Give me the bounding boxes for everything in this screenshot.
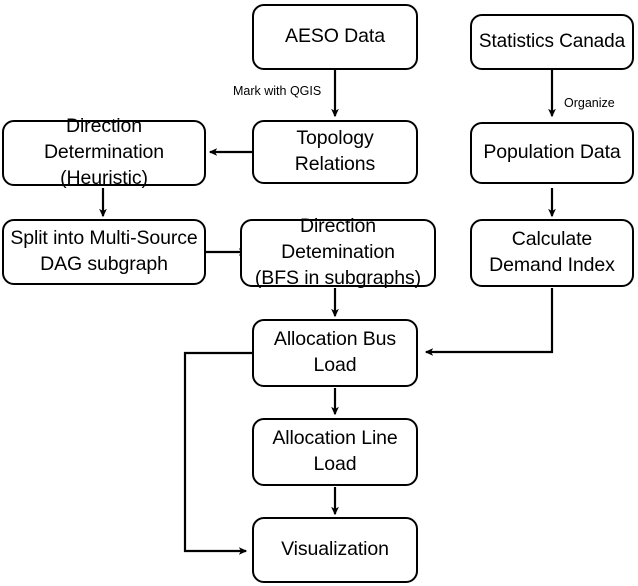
node-allocation-bus-load-line1: Allocation Bus: [273, 328, 397, 351]
node-population-data-line1: Population Data: [483, 141, 621, 164]
node-allocation-line-load-text: Allocation Line Load: [266, 426, 403, 477]
edge-allocation-bus-to-visualization: [183, 351, 252, 555]
node-topology-relations[interactable]: Topology Relations: [252, 120, 418, 184]
node-allocation-line-load-line2: Load: [313, 453, 357, 475]
node-split-dag-text: Split into Multi-Source DAG subgraph: [4, 226, 203, 277]
node-split-dag-line2: DAG subgraph: [40, 253, 168, 275]
node-statistics-canada[interactable]: Statistics Canada: [470, 14, 634, 70]
node-population-data[interactable]: Population Data: [470, 122, 634, 184]
node-split-into-multi-source-dag-subgraph[interactable]: Split into Multi-Source DAG subgraph: [2, 219, 206, 285]
node-direction-bfs-text: Direction Detemination (BFS in subgraphs…: [242, 214, 434, 291]
node-direction-bfs-line2: (BFS in subgraphs): [254, 266, 422, 289]
node-direction-heuristic-line1: Direction Determination: [43, 115, 165, 164]
node-statistics-canada-text: Statistics Canada: [473, 29, 631, 54]
node-calculate-demand-line2: Demand Index: [489, 254, 615, 276]
node-direction-bfs-line1: Direction Detemination: [281, 215, 395, 264]
node-direction-determination-heuristic[interactable]: Direction Determination (Heuristic): [2, 115, 206, 189]
node-calculate-demand-line1: Calculate: [511, 228, 593, 251]
node-statistics-canada-line1: Statistics Canada: [478, 31, 626, 53]
node-split-dag-line1: Split into Multi-Source: [10, 227, 198, 250]
node-calculate-demand-index[interactable]: Calculate Demand Index: [470, 219, 634, 287]
node-visualization[interactable]: Visualization: [252, 517, 418, 583]
node-aeso-data[interactable]: AESO Data: [252, 4, 418, 70]
node-aeso-data-text: AESO Data: [279, 24, 391, 50]
node-direction-detemination-bfs[interactable]: Direction Detemination (BFS in subgraphs…: [240, 215, 436, 289]
node-topology-relations-line1: Topology Relations: [294, 127, 376, 175]
node-calculate-demand-text: Calculate Demand Index: [483, 227, 621, 278]
node-allocation-bus-load[interactable]: Allocation Bus Load: [252, 319, 418, 387]
node-allocation-bus-load-text: Allocation Bus Load: [268, 327, 402, 378]
node-visualization-text: Visualization: [275, 537, 395, 563]
node-allocation-line-load-line1: Allocation Line: [272, 427, 398, 450]
edge-label-organize: Organize: [564, 96, 615, 110]
node-direction-heuristic-text: Direction Determination (Heuristic): [4, 114, 204, 191]
node-allocation-bus-load-line2: Load: [313, 354, 357, 376]
node-aeso-data-line1: AESO Data: [285, 25, 385, 48]
node-population-data-text: Population Data: [477, 140, 626, 166]
node-allocation-line-load[interactable]: Allocation Line Load: [252, 418, 418, 486]
edge-calculate-demand-to-allocation-bus: [424, 288, 554, 356]
node-topology-relations-text: Topology Relations: [254, 126, 416, 177]
edge-label-mark-with-qgis: Mark with QGIS: [233, 84, 322, 98]
node-direction-heuristic-line2: (Heuristic): [60, 166, 148, 189]
node-visualization-line1: Visualization: [281, 538, 389, 561]
